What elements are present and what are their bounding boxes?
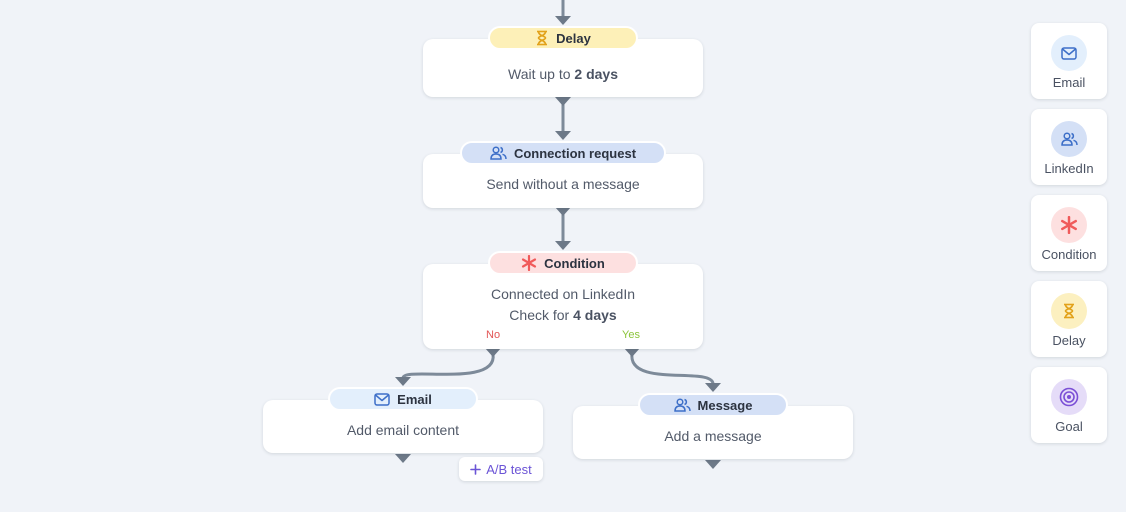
- connection-request-text: Send without a message: [486, 176, 640, 192]
- toolbox-condition-label: Condition: [1041, 247, 1097, 262]
- branch-no-label: No: [486, 329, 501, 341]
- people-icon: [673, 398, 691, 412]
- email-node-title: Email: [397, 391, 432, 407]
- condition-text-line2: Check for 4 days: [509, 307, 617, 323]
- connection-request-title: Connection request: [513, 145, 637, 161]
- ab-test-label: A/B test: [486, 461, 532, 477]
- toolbox-email-button[interactable]: Email: [1031, 23, 1107, 99]
- hourglass-icon: [537, 30, 548, 46]
- branch-yes-label: Yes: [622, 329, 640, 341]
- condition-text-line1: Connected on LinkedIn: [491, 286, 635, 302]
- condition-node-header[interactable]: Condition: [488, 251, 638, 275]
- message-node-text: Add a message: [664, 428, 762, 444]
- connection-request-header[interactable]: Connection request: [460, 141, 666, 165]
- message-node-header[interactable]: Message: [638, 393, 788, 417]
- target-icon: [1051, 379, 1087, 415]
- toolbox-condition-button[interactable]: Condition: [1031, 195, 1107, 271]
- email-node-header[interactable]: Email: [328, 387, 478, 411]
- delay-node-header[interactable]: Delay: [488, 26, 638, 50]
- envelope-icon: [1051, 35, 1087, 71]
- asterisk-icon: [1051, 207, 1087, 243]
- email-node-text: Add email content: [346, 422, 460, 438]
- delay-node-title: Delay: [556, 30, 591, 46]
- people-icon: [1051, 121, 1087, 157]
- toolbox-linkedin-button[interactable]: LinkedIn: [1031, 109, 1107, 185]
- toolbox-linkedin-label: LinkedIn: [1044, 161, 1094, 176]
- toolbox-goal-label: Goal: [1055, 419, 1083, 434]
- asterisk-icon: [522, 255, 537, 271]
- toolbox-goal-button[interactable]: Goal: [1031, 367, 1107, 443]
- toolbox-delay-label: Delay: [1052, 333, 1086, 348]
- toolbox-delay-button[interactable]: Delay: [1031, 281, 1107, 357]
- message-node-title: Message: [697, 397, 753, 413]
- hourglass-icon: [1051, 293, 1087, 329]
- condition-node-title: Condition: [544, 255, 605, 271]
- condition-node[interactable]: Connected on LinkedIn Check for 4 days: [423, 264, 703, 349]
- envelope-icon: [374, 392, 390, 406]
- ab-test-button[interactable]: A/B test: [459, 457, 543, 481]
- toolbox-email-label: Email: [1052, 75, 1086, 90]
- plus-icon: [470, 463, 482, 475]
- delay-node-text: Wait up to 2 days: [508, 66, 618, 82]
- people-icon: [490, 146, 507, 160]
- delay-node[interactable]: Wait up to 2 days: [423, 39, 703, 97]
